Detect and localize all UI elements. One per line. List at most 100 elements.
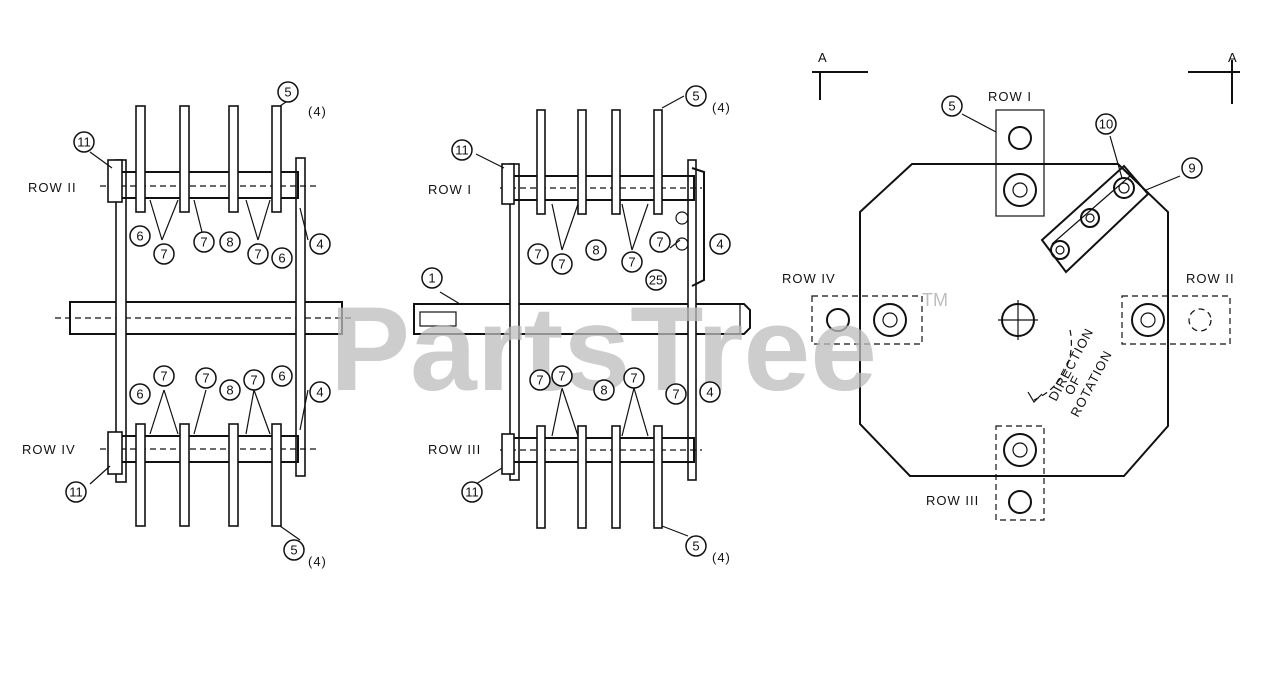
callout-part-4: 4 — [309, 233, 331, 255]
callout-circle — [309, 233, 331, 255]
callout-circle — [129, 383, 151, 405]
callout-circle — [621, 251, 643, 273]
callout-part-7: 7 — [243, 369, 265, 391]
callout-number: 1 — [428, 271, 435, 286]
callout-part-11: 11 — [65, 481, 87, 503]
callout-part-8: 8 — [219, 379, 241, 401]
row-one-mount — [995, 109, 1045, 217]
callout-part-5: 5 — [941, 95, 963, 117]
right-side-plate — [295, 157, 306, 477]
callout-part-5: 5 — [283, 539, 305, 561]
side-bracket — [691, 167, 705, 287]
top-nut — [107, 159, 123, 203]
callout-number: 4 — [716, 237, 723, 252]
callout-part-7: 7 — [551, 253, 573, 275]
callout-part-7: 7 — [153, 365, 175, 387]
callout-circle — [585, 239, 607, 261]
callout-circle — [451, 139, 473, 161]
callout-number: 11 — [465, 485, 479, 500]
callout-number: 7 — [630, 371, 637, 386]
callout-circle — [699, 381, 721, 403]
callout-circle — [247, 243, 269, 265]
rotor-plate — [859, 163, 1169, 477]
row-label: ROW II — [1186, 271, 1235, 286]
callout-qty: (4) — [308, 554, 327, 569]
callout-number: 11 — [77, 135, 91, 150]
callout-number: 11 — [69, 485, 83, 500]
callout-number: 5 — [692, 539, 699, 554]
bottom-nut — [501, 433, 515, 475]
callout-number: 4 — [316, 237, 323, 252]
callout-part-10: 10 — [1095, 113, 1117, 135]
callout-number: 10 — [1099, 117, 1113, 132]
callout-number: 5 — [692, 89, 699, 104]
section-marker-label: A — [1228, 50, 1238, 65]
right-side-plate — [687, 159, 697, 481]
callout-number: 5 — [284, 85, 291, 100]
bottom-nut — [107, 431, 123, 475]
callout-circle — [1095, 113, 1117, 135]
callout-circle — [685, 85, 707, 107]
shaft-keyway — [419, 311, 457, 327]
callout-part-5: 5 — [685, 535, 707, 557]
top-nut — [501, 163, 515, 205]
tine — [653, 425, 663, 529]
tine — [611, 425, 621, 529]
callout-part-5: 5 — [685, 85, 707, 107]
row-two-mount — [1121, 295, 1231, 345]
tine — [179, 423, 190, 527]
row-label: ROW IV — [782, 271, 836, 286]
callout-number: 7 — [656, 235, 663, 250]
callout-circle — [153, 365, 175, 387]
left-assembly-view — [55, 95, 355, 541]
callout-circle — [309, 381, 331, 403]
callout-circle — [129, 225, 151, 247]
callout-number: 7 — [558, 257, 565, 272]
callout-number: 7 — [534, 247, 541, 262]
callout-circle — [283, 539, 305, 561]
callout-circle — [527, 243, 549, 265]
row-label: ROW I — [988, 89, 1032, 104]
callout-part-8: 8 — [219, 231, 241, 253]
callout-number: 6 — [278, 251, 285, 266]
callout-circle — [193, 231, 215, 253]
callout-part-4: 4 — [309, 381, 331, 403]
callout-circle — [271, 247, 293, 269]
section-marker-left — [812, 71, 868, 100]
callout-part-7: 7 — [247, 243, 269, 265]
callout-part-11: 11 — [73, 131, 95, 153]
callout-part-1: 1 — [421, 267, 443, 289]
tine — [179, 105, 190, 213]
callout-circle — [551, 365, 573, 387]
row-label: ROW III — [926, 493, 979, 508]
tine — [611, 109, 621, 215]
callout-part-7: 7 — [195, 367, 217, 389]
callout-circle — [551, 253, 573, 275]
callout-number: 7 — [536, 373, 543, 388]
callout-circle — [623, 367, 645, 389]
callout-part-7: 7 — [665, 383, 687, 405]
callout-circle — [645, 269, 667, 291]
callout-part-6: 6 — [271, 247, 293, 269]
callout-number: 11 — [455, 143, 469, 158]
tine — [135, 105, 146, 213]
callout-part-7: 7 — [527, 243, 549, 265]
callout-number: 7 — [160, 247, 167, 262]
callout-number: 7 — [200, 235, 207, 250]
section-marker-label: A — [818, 50, 828, 65]
callout-number: 8 — [226, 383, 233, 398]
callout-number: 7 — [558, 369, 565, 384]
callout-part-4: 4 — [699, 381, 721, 403]
end-view — [811, 60, 1240, 521]
callout-number: 9 — [1188, 161, 1195, 176]
callout-circle — [593, 379, 615, 401]
callout-number: 25 — [649, 273, 663, 288]
callout-number: 5 — [948, 99, 955, 114]
callout-part-7: 7 — [153, 243, 175, 265]
callout-number: 6 — [278, 369, 285, 384]
callout-number: 4 — [706, 385, 713, 400]
tine — [271, 423, 282, 527]
